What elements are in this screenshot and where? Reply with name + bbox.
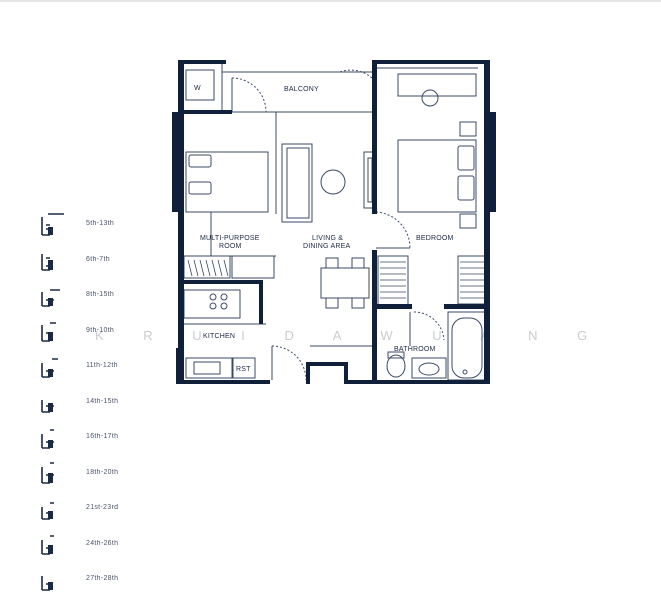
keyplan-icon	[40, 495, 66, 521]
keyplan-icon	[40, 530, 66, 556]
refrigerator-label: RST	[236, 366, 251, 373]
top-border	[0, 0, 661, 2]
unit-key-label: 16th-17th	[86, 433, 119, 441]
unit-key-label: 8th-15th	[86, 291, 115, 299]
watermark: K R U I D A W U A N G	[95, 328, 605, 343]
list-item: 9th-10th	[40, 313, 180, 349]
living-dining-label-line2: DINING AREA	[303, 243, 350, 250]
kitchen-label: KITCHEN	[203, 333, 235, 340]
living-dining-label: LIVING &	[312, 235, 343, 242]
unit-key-list: 5th-13th 6th-7th 8th-15th 9th-10th 11th-…	[40, 206, 180, 597]
list-item: 11th-12th	[40, 348, 180, 384]
walls	[172, 60, 496, 384]
keyplan-icon	[40, 282, 66, 308]
unit-key-label: 11th-12th	[86, 362, 118, 370]
list-item: 24th-26th	[40, 526, 180, 562]
list-item: 14th-15th	[40, 384, 180, 420]
unit-key-label: 27th-28th	[86, 575, 119, 583]
balcony-label: BALCONY	[284, 86, 319, 93]
unit-key-label: 14th-15th	[86, 397, 119, 405]
list-item: 16th-17th	[40, 419, 180, 455]
keyplan-icon	[40, 566, 66, 592]
list-item: 6th-7th	[40, 242, 180, 278]
unit-key-label: 18th-20th	[86, 468, 119, 476]
multi-purpose-room-label-line2: ROOM	[219, 243, 242, 250]
list-item: 8th-15th	[40, 277, 180, 313]
unit-key-label: 6th-7th	[86, 255, 110, 263]
keyplan-icon	[40, 211, 66, 237]
washer-label: W	[194, 85, 201, 92]
keyplan-icon	[40, 459, 66, 485]
list-item: 21st-23rd	[40, 490, 180, 526]
list-item: 5th-13th	[40, 206, 180, 242]
bedroom-label: BEDROOM	[416, 235, 454, 242]
list-item: 27th-28th	[40, 561, 180, 597]
keyplan-icon	[40, 317, 66, 343]
unit-key-label: 21st-23rd	[86, 504, 119, 512]
keyplan-icon	[40, 246, 66, 272]
keyplan-icon	[40, 353, 66, 379]
list-item: 18th-20th	[40, 455, 180, 491]
keyplan-icon	[40, 424, 66, 450]
bathroom-label: BATHROOM	[394, 346, 436, 353]
unit-key-label: 5th-13th	[86, 220, 115, 228]
unit-key-label: 9th-10th	[86, 326, 115, 334]
unit-key-label: 24th-26th	[86, 539, 119, 547]
multi-purpose-room-label: MULTI-PURPOSE	[200, 235, 260, 242]
keyplan-icon	[40, 388, 66, 414]
wardrobe-hangers	[187, 259, 484, 299]
